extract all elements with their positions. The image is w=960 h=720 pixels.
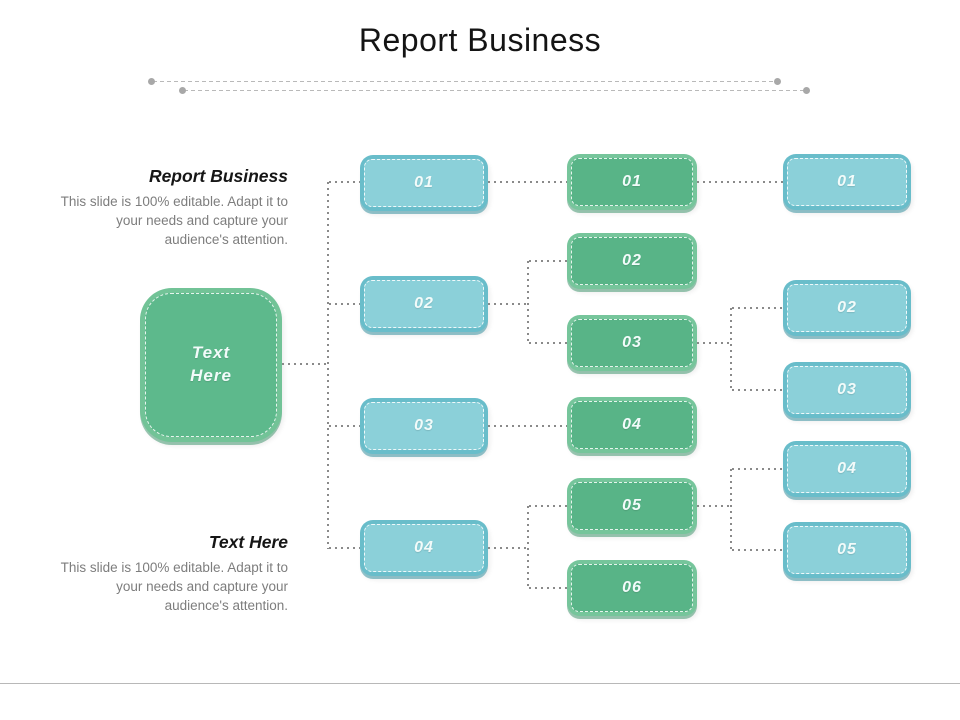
node-col2-05[interactable]: 05	[567, 478, 697, 534]
node-label: 02	[364, 280, 484, 328]
text-block-report-business[interactable]: Report Business This slide is 100% edita…	[50, 166, 288, 249]
connector-trunk-vertical	[327, 182, 329, 549]
node-col3-05[interactable]: 05	[783, 522, 911, 578]
connector-branch	[329, 303, 360, 305]
node-col1-01[interactable]: 01	[360, 155, 488, 211]
text-block-text-here[interactable]: Text Here This slide is 100% editable. A…	[50, 532, 288, 615]
connector-fork3-vertical	[730, 308, 732, 392]
node-label: 02	[787, 284, 907, 332]
separator-end-dot	[774, 78, 781, 85]
node-col2-03[interactable]: 03	[567, 315, 697, 371]
connector-fork2-vertical	[527, 506, 529, 590]
node-label: 03	[364, 402, 484, 450]
node-label: 01	[787, 158, 907, 206]
node-label: 05	[571, 482, 693, 530]
node-label: 05	[787, 526, 907, 574]
separator-end-dot	[803, 87, 810, 94]
connector-fork1-top	[529, 260, 567, 262]
node-col3-03[interactable]: 03	[783, 362, 911, 418]
connector-fork2-in	[488, 547, 528, 549]
node-label: 01	[571, 158, 693, 206]
node-label: 02	[571, 237, 693, 285]
connector-fork4-vertical	[730, 469, 732, 552]
connector-fork2-top	[529, 505, 567, 507]
connector-fork3-in	[697, 342, 731, 344]
title-separator-line	[184, 90, 806, 91]
connector-fork2-bottom	[529, 587, 567, 589]
node-col2-06[interactable]: 06	[567, 560, 697, 616]
text-block-heading: Text Here	[208, 532, 288, 552]
node-label: 01	[364, 159, 484, 207]
node-col1-02[interactable]: 02	[360, 276, 488, 332]
connector-fork1-vertical	[527, 261, 529, 345]
node-col2-04[interactable]: 04	[567, 397, 697, 453]
connector-branch	[329, 425, 360, 427]
text-block-body: This slide is 100% editable. Adapt it to…	[60, 194, 288, 248]
connector-fork4-top	[732, 468, 783, 470]
node-label: 03	[787, 366, 907, 414]
node-label: 04	[364, 524, 484, 572]
footer-line	[0, 683, 960, 684]
connector-fork3-bottom	[732, 389, 783, 391]
node-col3-04[interactable]: 04	[783, 441, 911, 497]
connector-fork4-in	[697, 505, 731, 507]
text-block-heading: Report Business	[148, 166, 288, 186]
node-label: 04	[571, 401, 693, 449]
node-col3-02[interactable]: 02	[783, 280, 911, 336]
node-col1-03[interactable]: 03	[360, 398, 488, 454]
title-separator-line	[153, 81, 777, 82]
connector-branch	[329, 547, 360, 549]
node-label: 03	[571, 319, 693, 367]
separator-end-dot	[148, 78, 155, 85]
node-root-label: Text Here	[145, 293, 277, 437]
node-root[interactable]: Text Here	[140, 288, 282, 442]
text-block-body: This slide is 100% editable. Adapt it to…	[60, 560, 288, 614]
slide-title[interactable]: Report Business	[358, 22, 602, 58]
node-col1-04[interactable]: 04	[360, 520, 488, 576]
connector-row1-a	[488, 181, 567, 183]
node-label: 06	[571, 564, 693, 612]
connector-fork1-in	[488, 303, 528, 305]
connector-root-trunk	[282, 363, 328, 365]
separator-end-dot	[179, 87, 186, 94]
connector-fork3-top	[732, 307, 783, 309]
connector-row3	[488, 425, 567, 427]
node-col3-01[interactable]: 01	[783, 154, 911, 210]
connector-row1-b	[697, 181, 783, 183]
node-label: 04	[787, 445, 907, 493]
connector-branch	[329, 181, 360, 183]
node-col2-02[interactable]: 02	[567, 233, 697, 289]
connector-fork1-bottom	[529, 342, 567, 344]
node-col2-01[interactable]: 01	[567, 154, 697, 210]
connector-fork4-bottom	[732, 549, 783, 551]
